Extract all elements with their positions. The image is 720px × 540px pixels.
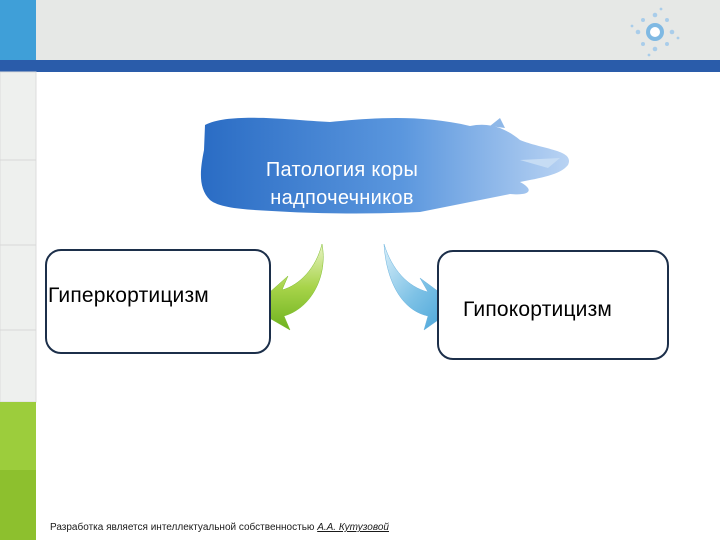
top-banner (36, 0, 720, 60)
left-node-box (45, 249, 271, 354)
top-bar (36, 60, 720, 72)
footer-text: Разработка является интеллектуальной соб… (50, 522, 318, 533)
center-blob (200, 117, 570, 214)
left-block-blue (0, 0, 36, 60)
footer-copyright: Разработка является интеллектуальной соб… (50, 522, 389, 533)
center-node-title: Патология коры надпочечников (222, 156, 462, 212)
center-title-line2: надпочечников (270, 187, 414, 209)
right-node-box (437, 250, 669, 360)
footer-author: А.А. Кутузовой (317, 522, 389, 533)
sun-icon (630, 7, 680, 57)
left-node-label: Гиперкортицизм (48, 284, 209, 307)
center-title-line1: Патология коры (265, 159, 419, 181)
right-node-label: Гипокортицизм (463, 298, 613, 321)
